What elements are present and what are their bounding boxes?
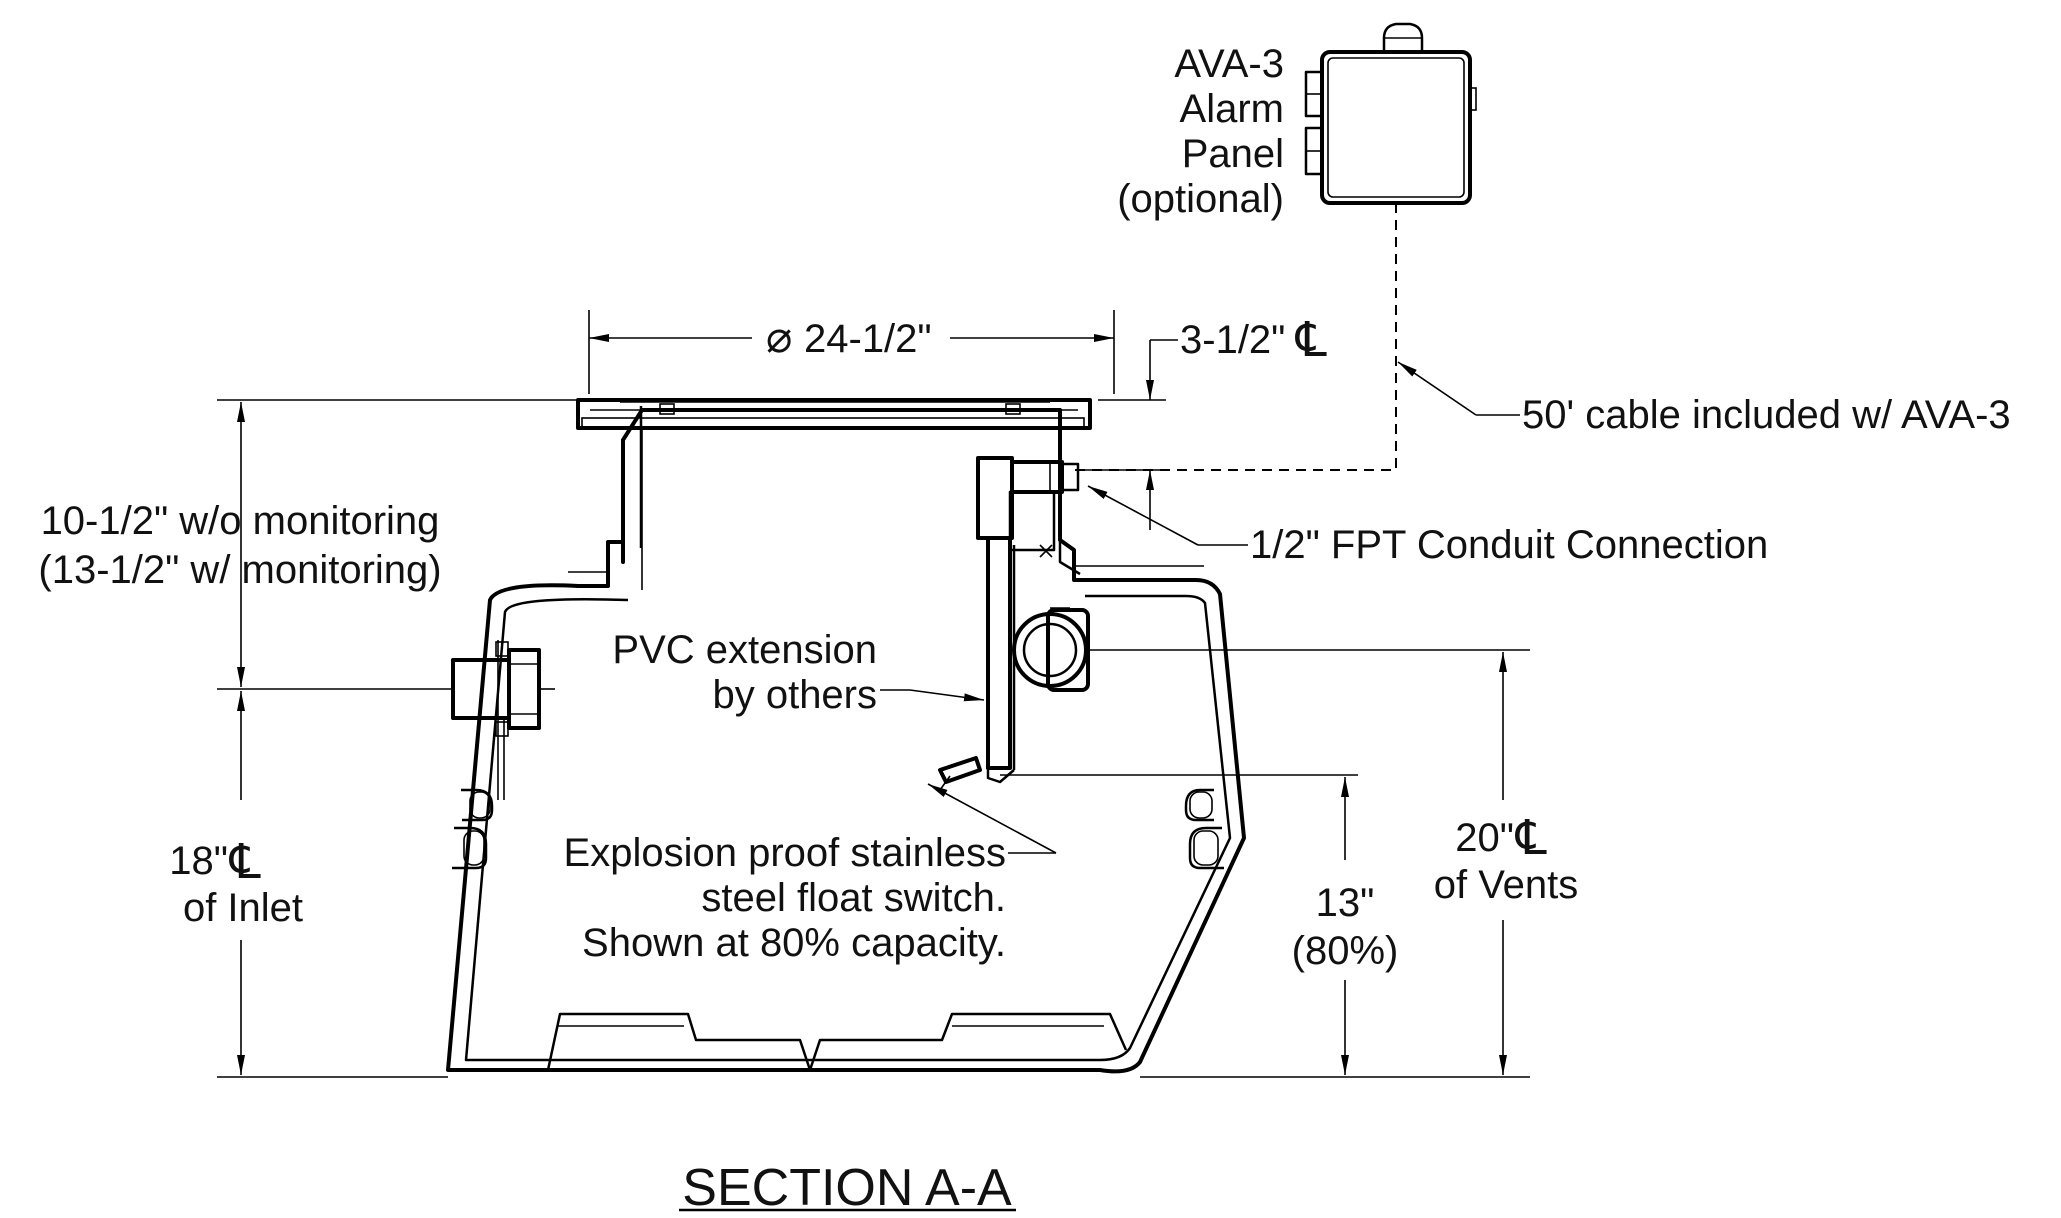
centerline-symbol-inlet: ℄ [229, 836, 261, 889]
dim-top-offset: 3-1/2" ℄ [1078, 314, 1327, 530]
float-dim-value: 13" [1316, 881, 1375, 925]
inlet-value: 18" [169, 839, 228, 883]
inlet-label: of Inlet [183, 886, 303, 930]
cable-note: 50' cable included w/ AVA-3 [1522, 393, 2011, 437]
riser-cover [576, 398, 1092, 590]
vents-value: 20" [1455, 816, 1514, 860]
centerline-symbol-top: ℄ [1295, 314, 1327, 367]
section-title: SECTION A-A [682, 1159, 1012, 1213]
alarm-panel-line3: Panel [1182, 132, 1284, 176]
conduit-note: 1/2" FPT Conduit Connection [1250, 523, 1768, 567]
diameter-value: 24-1/2" [804, 317, 932, 361]
diameter-symbol: ⌀ [766, 313, 793, 362]
alarm-panel-line2: Alarm [1180, 87, 1284, 131]
alarm-panel-line4: (optional) [1117, 177, 1284, 221]
pvc-note-line1: PVC extension [612, 628, 877, 672]
alarm-cable [1070, 203, 1397, 471]
alarm-panel [1304, 22, 1477, 205]
monitoring-line1: 10-1/2" w/o monitoring [41, 499, 440, 543]
float-dim-percent: (80%) [1292, 929, 1399, 973]
pvc-note-line2: by others [712, 673, 877, 717]
alarm-panel-label: AVA-3 Alarm Panel (optional) [1117, 42, 1284, 221]
float-note-line3: Shown at 80% capacity. [582, 921, 1006, 965]
dim-left: 10-1/2" w/o monitoring (13-1/2" w/ monit… [38, 399, 578, 1078]
top-offset-value: 3-1/2" [1180, 318, 1285, 362]
alarm-panel-line1: AVA-3 [1174, 42, 1284, 86]
float-note-line2: steel float switch. [701, 876, 1006, 920]
dim-right: 13" (80%) 20" ℄ of Vents [1000, 649, 1579, 1078]
vents-label: of Vents [1434, 863, 1579, 907]
monitoring-line2: (13-1/2" w/ monitoring) [38, 548, 441, 592]
dim-diameter: ⌀ 24-1/2" [588, 310, 1115, 394]
float-note-line1: Explosion proof stainless [564, 831, 1006, 875]
centerline-symbol-vents: ℄ [1515, 812, 1547, 865]
inlet-fitting [451, 641, 555, 737]
float-assembly [938, 456, 1080, 791]
vent-fitting [1012, 607, 1090, 692]
